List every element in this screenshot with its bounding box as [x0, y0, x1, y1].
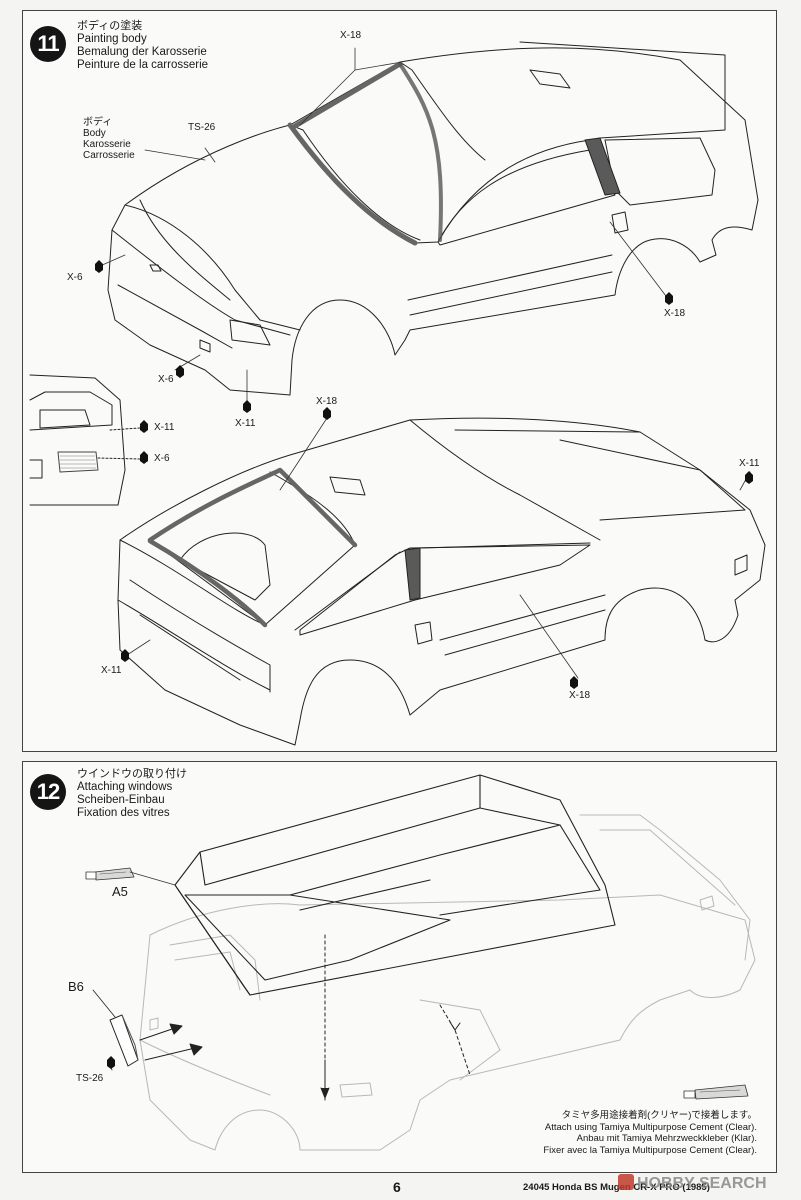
- step-11-title-fr: Peinture de la carrosserie: [77, 59, 209, 71]
- part-label-b6: B6: [68, 979, 84, 994]
- watermark: HOBBY SEARCH: [618, 1174, 767, 1193]
- paint-markers: [95, 260, 753, 689]
- car-rear-view: [117, 417, 766, 746]
- body-callout-en: Body: [83, 128, 106, 139]
- body-callout-de: Karosserie: [83, 139, 131, 150]
- cement-note-en: Attach using Tamiya Multipurpose Cement …: [544, 1121, 757, 1133]
- step-11-panel: [22, 10, 777, 752]
- step-12-number: 12: [30, 774, 66, 810]
- paint-ts26-body: TS-26: [188, 122, 216, 133]
- paint-ts26-b6: TS-26: [76, 1073, 104, 1084]
- window-part-a5: [174, 774, 616, 996]
- paint-marker-ts26: [107, 1056, 115, 1069]
- watermark-text: HOBBY SEARCH: [637, 1175, 767, 1192]
- body-callout-fr: Carrosserie: [83, 150, 135, 161]
- paint-x6-bumper: X-6: [158, 374, 174, 385]
- step-12-title: ウインドウの取り付け Attaching windows Scheiben-Ei…: [77, 768, 187, 820]
- paint-x18-roof-front: X-18: [340, 30, 362, 41]
- paint-x11-front: X-11: [235, 418, 256, 429]
- paint-x11-rear-right: X-11: [739, 458, 760, 469]
- body-callout: ボディ Body Karosserie Carrosserie: [83, 117, 135, 161]
- watermark-logo-icon: [618, 1174, 634, 1190]
- paint-x6-front-left: X-6: [67, 272, 83, 283]
- paint-x11-rear-left: X-11: [101, 665, 122, 676]
- paint-x18-side-rear: X-18: [569, 690, 591, 701]
- cement-note-fr: Fixer avec la Tamiya Multipurpose Cement…: [543, 1144, 757, 1156]
- car-front-view: [107, 41, 759, 396]
- ghost-body: [139, 814, 756, 1151]
- step-11-number: 11: [30, 26, 66, 62]
- step-12-title-en: Attaching windows: [77, 781, 173, 793]
- paint-x11-detail: X-11: [154, 422, 175, 433]
- kit-code-title: 24045 Honda BS Mugen CR-X PRO (1985): [523, 1182, 710, 1193]
- rear-detail-inset: [29, 374, 141, 506]
- step-12-title-jp: ウインドウの取り付け: [77, 768, 187, 780]
- step-11-title-de: Bemalung der Karosserie: [77, 46, 207, 58]
- step-11-title-jp: ボディの塗装: [77, 20, 143, 32]
- part-label-a5: A5: [112, 884, 128, 899]
- cement-note-de: Anbau mit Tamiya Mehrzweckkleber (Klar).: [576, 1133, 757, 1144]
- cement-tube-icon: [85, 867, 176, 886]
- step-11-title: ボディの塗装 Painting body Bemalung der Kaross…: [77, 20, 208, 72]
- step-11-illustration: [29, 41, 766, 746]
- step-12-panel: [22, 761, 777, 1173]
- step-12-title-fr: Fixation des vitres: [77, 807, 170, 819]
- window-part-b6: [92, 989, 139, 1071]
- paint-x18-pillar-front: X-18: [664, 308, 686, 319]
- page-number: 6: [393, 1179, 401, 1195]
- assembly-arrows: [139, 934, 471, 1101]
- cement-tube-icon-note: [683, 1084, 749, 1100]
- paint-x18-roof-rear: X-18: [316, 396, 338, 407]
- step-12-title-de: Scheiben-Einbau: [77, 794, 165, 806]
- body-callout-jp: ボディ: [83, 117, 113, 128]
- cement-note-jp: タミヤ多用途接着剤(クリヤー)で接着します。: [561, 1110, 757, 1121]
- paint-x6-detail: X-6: [154, 453, 170, 464]
- cement-note: タミヤ多用途接着剤(クリヤー)で接着します。 Attach using Tami…: [543, 1110, 757, 1156]
- step-11-title-en: Painting body: [77, 33, 147, 45]
